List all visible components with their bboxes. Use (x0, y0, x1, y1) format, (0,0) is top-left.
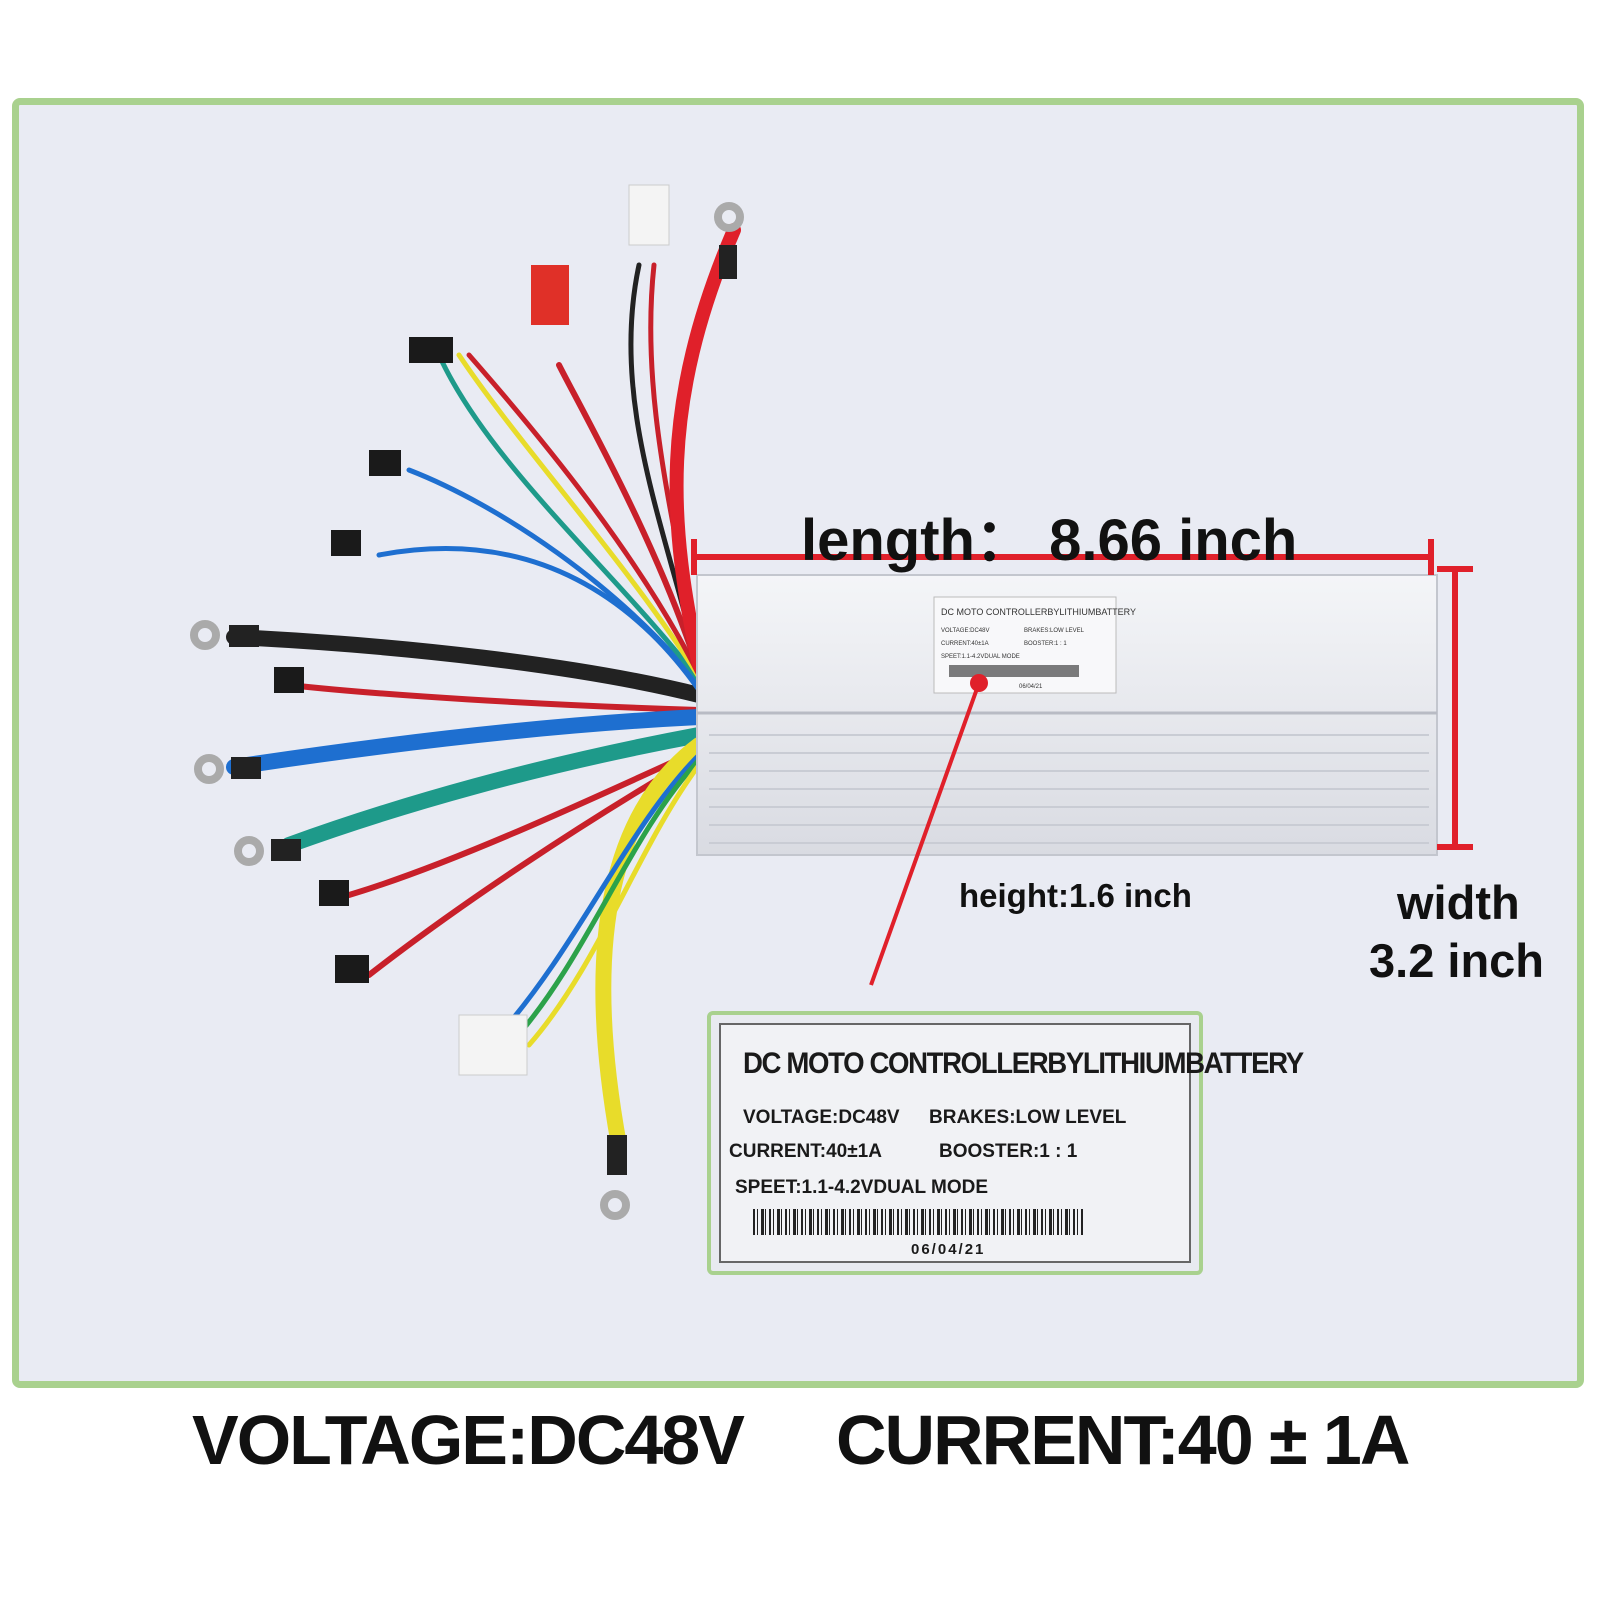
multi-pin-connector-icon (409, 337, 453, 363)
white-connector-icon (458, 1014, 528, 1076)
height-label: height:1.6 inch (959, 877, 1192, 914)
small-connector-icon (331, 530, 361, 556)
svg-text:BOOSTER:1 : 1: BOOSTER:1 : 1 (1024, 641, 1067, 647)
product-photo-frame: DC MOTO CONTROLLERBYLITHIUMBATTERY VOLTA… (12, 98, 1584, 1388)
label-brakes: BRAKES:LOW LEVEL (929, 1107, 1127, 1128)
barcode (753, 1209, 1083, 1235)
red-connector-icon (531, 265, 569, 325)
small-connector-icon (274, 667, 304, 693)
white-connector-icon (628, 184, 670, 246)
width-label: width (1397, 876, 1520, 929)
ring-terminal-icon (234, 836, 264, 866)
small-connector-icon (319, 880, 349, 906)
small-connector-icon (369, 450, 401, 476)
label-voltage: VOLTAGE:DC48V (743, 1107, 900, 1128)
wire-harness (226, 223, 741, 1153)
label-date: 06/04/21 (911, 1241, 986, 1258)
black-power-wire (226, 629, 707, 703)
label-title: DC MOTO CONTROLLERBYLITHIUMBATTERY (743, 1047, 1304, 1080)
connectors (190, 184, 744, 1220)
controller-box: DC MOTO CONTROLLERBYLITHIUMBATTERY VOLTA… (696, 574, 1438, 856)
red-signal-wire (286, 682, 702, 713)
width-value: 3.2 inch (1369, 934, 1545, 987)
svg-text:DC MOTO CONTROLLERBYLITHIUMBAT: DC MOTO CONTROLLERBYLITHIUMBATTERY (941, 607, 1136, 617)
ring-terminal-icon (194, 754, 224, 784)
label-zoom-sticker: DC MOTO CONTROLLERBYLITHIUMBATTERY VOLTA… (719, 1023, 1304, 1263)
svg-text:VOLTAGE:DC48V: VOLTAGE:DC48V (941, 628, 989, 634)
label-zoom-card: DC MOTO CONTROLLERBYLITHIUMBATTERY VOLTA… (707, 1011, 1304, 1275)
label-current: CURRENT:40±1A (729, 1141, 882, 1162)
controller-illustration: DC MOTO CONTROLLERBYLITHIUMBATTERY VOLTA… (190, 184, 1473, 1220)
label-speet: SPEET:1.1-4.2VDUAL MODE (735, 1177, 989, 1198)
spec-current: CURRENT:40 ± 1A (836, 1401, 1410, 1479)
red-power-wire (669, 223, 741, 672)
ring-terminal-icon (714, 202, 744, 232)
length-label: length： 8.66 inch (801, 508, 1298, 573)
svg-text:CURRENT:40±1A: CURRENT:40±1A (941, 641, 989, 647)
label-booster: BOOSTER:1 : 1 (939, 1141, 1078, 1162)
ring-terminal-icon (190, 620, 220, 650)
length-dimension-line (691, 539, 1434, 575)
svg-text:BRAKES:LOW LEVEL: BRAKES:LOW LEVEL (1024, 628, 1085, 634)
small-connector-icon (335, 955, 369, 983)
svg-text:06/04/21: 06/04/21 (1019, 684, 1043, 690)
spec-footer: VOLTAGE:DC48V CURRENT:40 ± 1A (0, 1400, 1600, 1500)
width-dimension-line (1437, 566, 1473, 850)
svg-text:SPEET:1.1-4.2VDUAL MODE: SPEET:1.1-4.2VDUAL MODE (941, 654, 1020, 660)
label-callout-pointer (869, 674, 988, 986)
blue-phase-wire (226, 709, 707, 775)
spec-voltage: VOLTAGE:DC48V (192, 1401, 745, 1479)
ring-terminal-icon (600, 1190, 630, 1220)
green-phase-wire (281, 727, 707, 853)
